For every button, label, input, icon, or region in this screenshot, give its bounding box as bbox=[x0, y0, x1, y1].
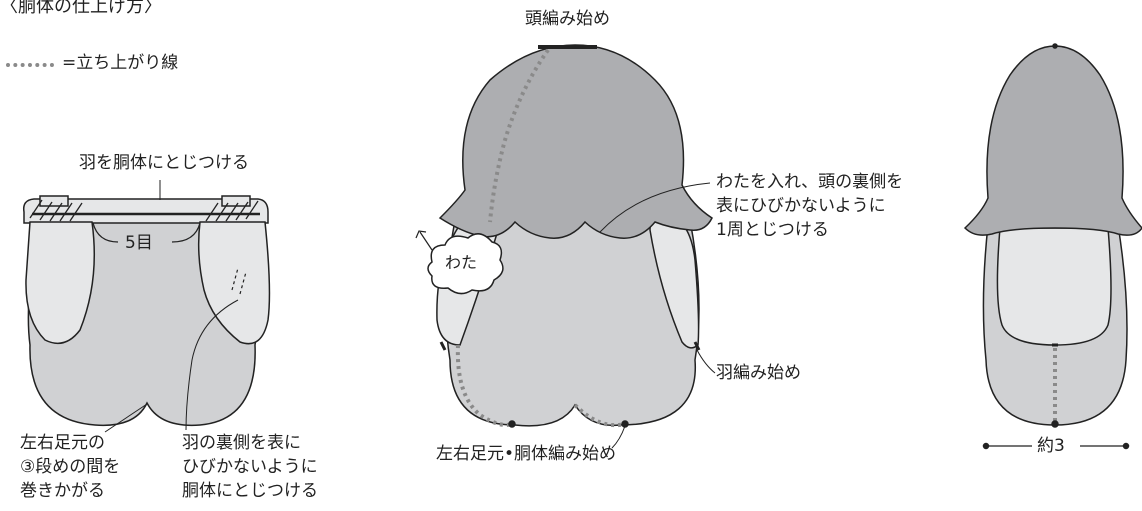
raise-line-legend-symbol bbox=[6, 63, 54, 67]
width-label: 約3 bbox=[1037, 436, 1065, 456]
middle-figure bbox=[415, 44, 716, 449]
feet-note-line: 左右足元の bbox=[20, 433, 105, 453]
feet-note-line: 巻きかがる bbox=[20, 481, 105, 501]
head-start-label: 頭編み始め bbox=[525, 9, 610, 29]
wing-attach-label: 羽を胴体にとじつける bbox=[79, 153, 249, 173]
feet-note-line: ③段めの間を bbox=[20, 457, 121, 477]
wing-back-note-line: ひびかないように bbox=[182, 457, 318, 477]
wing-start-label: 羽編み始め bbox=[716, 363, 801, 383]
stuffing-note-line: わたを入れ、頭の裏側を bbox=[716, 172, 904, 192]
right-inner-wing bbox=[996, 227, 1112, 346]
feet-body-start-label: 左右足元•胴体編み始め bbox=[436, 444, 617, 464]
legend-label: =立ち上がり線 bbox=[62, 53, 179, 73]
middle-head bbox=[438, 44, 713, 239]
stuffing-note-line: 表にひびかないように bbox=[716, 196, 886, 216]
right-figure bbox=[963, 43, 1142, 450]
page-title: 〈胴体の仕上げ方〉 bbox=[0, 0, 162, 17]
middle-wing-right bbox=[649, 211, 700, 349]
right-head bbox=[963, 45, 1142, 236]
wing-back-note-line: 胴体にとじつける bbox=[182, 481, 318, 501]
stuffing-cloud bbox=[427, 233, 504, 295]
stuffing-note-line: 1周とじつける bbox=[716, 220, 829, 240]
left-top-bar bbox=[22, 198, 269, 224]
left-figure bbox=[22, 180, 271, 433]
stitch-count-label: 5目 bbox=[122, 232, 156, 254]
wing-back-note: 羽の裏側を表に ひびかないように 胴体にとじつける bbox=[182, 431, 318, 503]
stuffing-note: わたを入れ、頭の裏側を 表にひびかないように 1周とじつける bbox=[716, 170, 903, 242]
stuffing-label: わた bbox=[445, 253, 478, 272]
feet-note: 左右足元の ③段めの間を 巻きかがる bbox=[20, 431, 120, 503]
left-wing-left bbox=[25, 221, 96, 345]
wing-back-note-line: 羽の裏側を表に bbox=[182, 433, 301, 453]
